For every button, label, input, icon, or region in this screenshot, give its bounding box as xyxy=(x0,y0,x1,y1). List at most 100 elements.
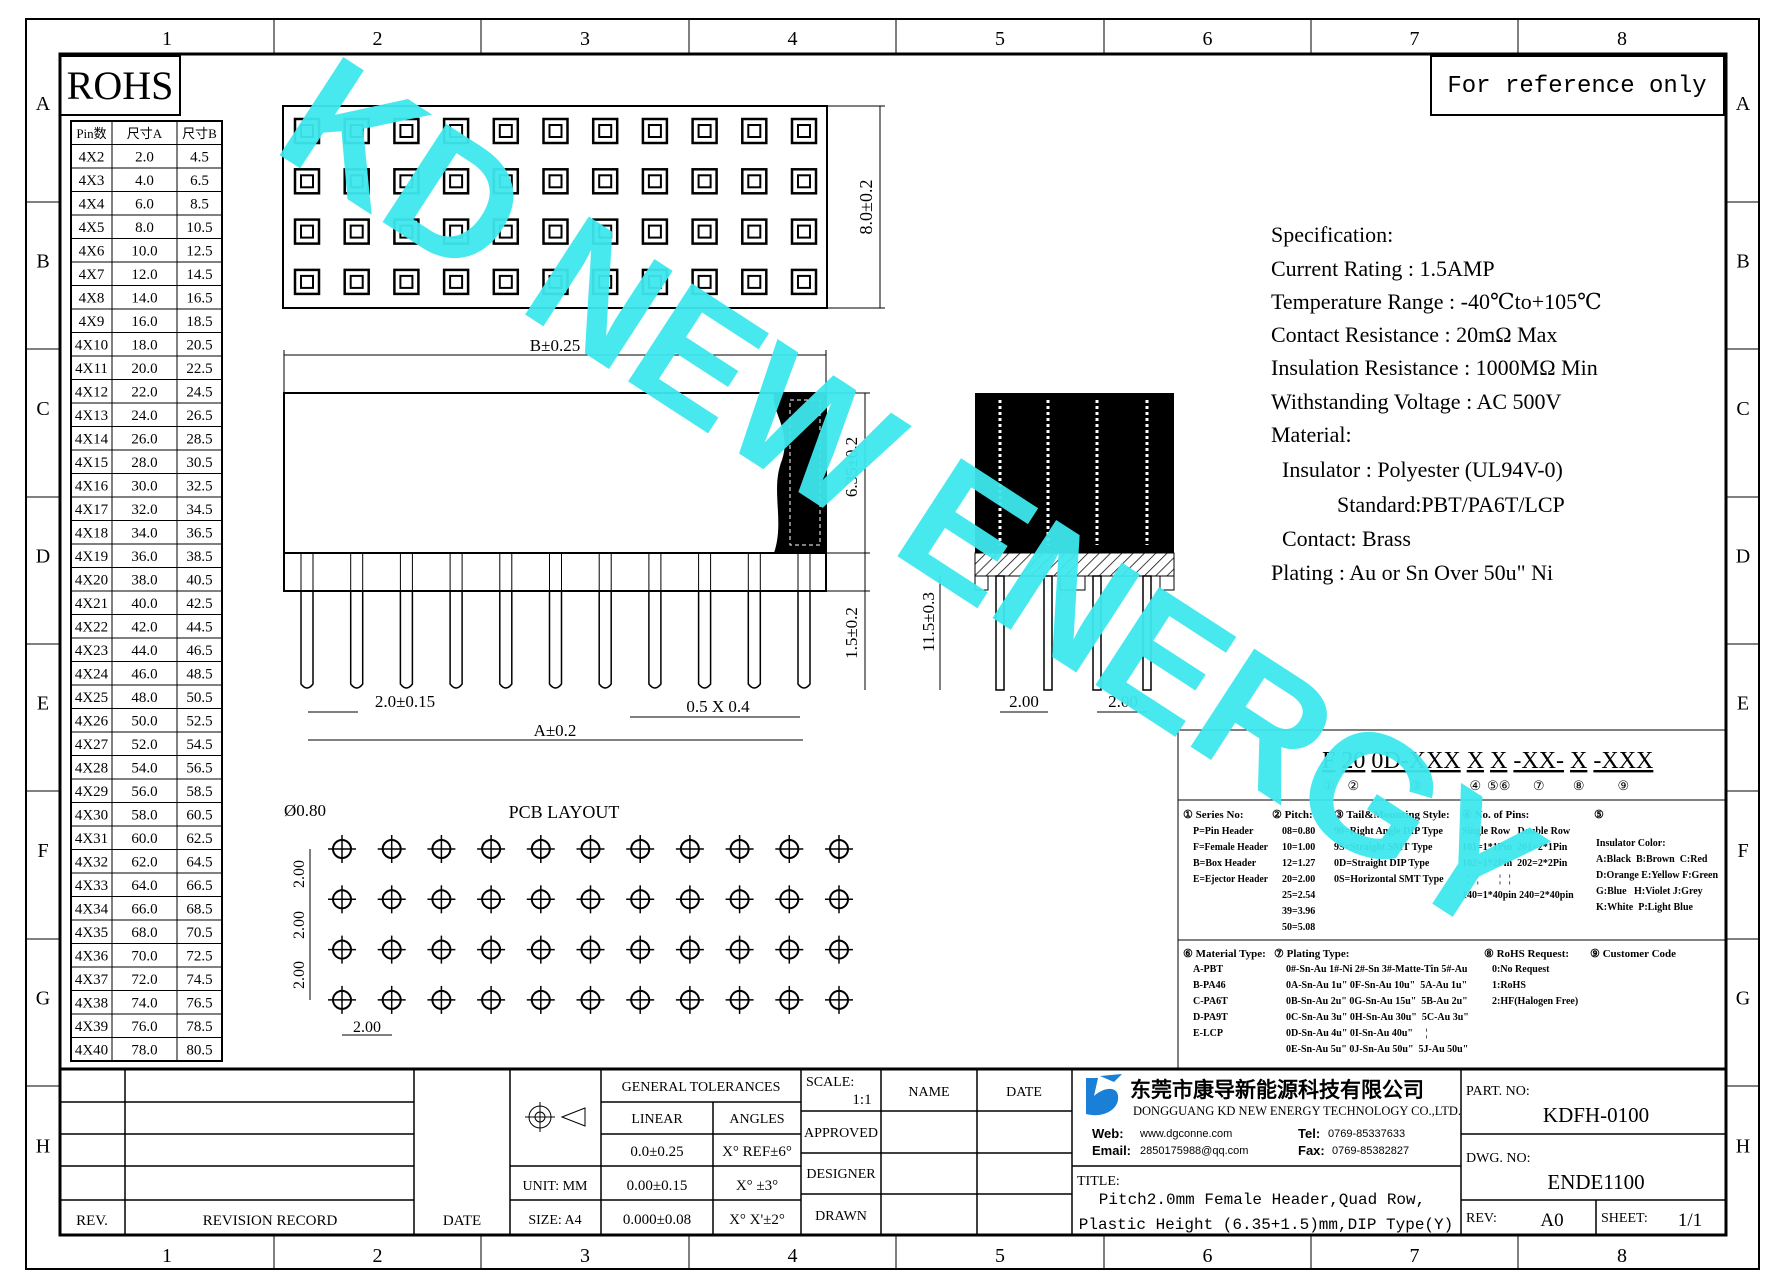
drawn-label: DRAWN xyxy=(815,1209,867,1224)
code-section-line: G:Blue H:Violet J:Grey xyxy=(1596,886,1703,897)
dim-end-pitch-1: 2.00 xyxy=(1009,692,1039,711)
pin-table-cell: 4X6 xyxy=(79,244,105,260)
pin-table-cell: 4X10 xyxy=(75,338,108,354)
pin-table-cell: 60.5 xyxy=(186,808,212,824)
pin-table-cell: 18.0 xyxy=(131,338,157,354)
zone-column-label-bottom: 4 xyxy=(788,1245,798,1267)
zone-row-label-right: H xyxy=(1736,1136,1750,1158)
fax-label: Fax: xyxy=(1298,1143,1325,1158)
code-section-title: ⑨ Customer Code xyxy=(1590,948,1676,960)
pcb-pitch-h: 2.00 xyxy=(353,1019,381,1036)
pin-table-cell: 4X9 xyxy=(79,314,105,330)
pcb-layout: PCB LAYOUT Ø0.80 2.00 2.00 2.00 2.00 xyxy=(284,801,853,1036)
spec-line: Insulator : Polyester (UL94V-0) xyxy=(1271,457,1563,482)
pin xyxy=(399,552,414,689)
pin-table-cell: 4X18 xyxy=(75,526,108,542)
pin-table-cell: 36.5 xyxy=(186,526,212,542)
pin-table-cell: 4X24 xyxy=(75,667,109,683)
pin xyxy=(697,552,712,689)
pin-table-cell: 4X7 xyxy=(79,267,105,283)
code-section-line: B=Box Header xyxy=(1193,858,1257,869)
code-section-title: ① Series No: xyxy=(1183,809,1244,821)
name-header: NAME xyxy=(908,1085,949,1100)
pin-table-cell: 48.0 xyxy=(131,690,157,706)
pcb-hole xyxy=(825,835,853,863)
contact-cavity xyxy=(343,218,370,245)
reference-box xyxy=(1430,55,1725,116)
tel-label: Tel: xyxy=(1298,1126,1320,1141)
pin-table-cell: 6.5 xyxy=(190,173,209,189)
pcb-hole xyxy=(377,935,406,964)
code-section-line: 102=1*2Pin 202=2*2Pin xyxy=(1462,858,1568,869)
dim-standoff: 1.5±0.2 xyxy=(842,607,861,659)
zone-column-label-top: 8 xyxy=(1617,28,1627,50)
zone-row-label-left: H xyxy=(36,1136,50,1158)
code-section-title: ④ No. of Pins: xyxy=(1462,809,1529,821)
pin-table-cell: 72.5 xyxy=(186,949,212,965)
pcb-hole xyxy=(725,835,754,863)
code-section-title: ⑤ xyxy=(1594,809,1604,821)
company-name-cn: 东莞市康导新能源科技有限公司 xyxy=(1130,1078,1424,1102)
code-section-line: 0#-Sn-Au 1#-Ni 2#-Sn 3#-Matte-Tin 5#-Au xyxy=(1286,964,1468,975)
pin-table-cell: 40.5 xyxy=(186,573,212,589)
contact-cavity xyxy=(790,268,818,296)
outer-border xyxy=(25,18,1760,1270)
side-view: B±0.25 6.35±0.2 1.5±0.2 2.0±0.15 0.5 X 0… xyxy=(283,336,870,741)
tol-linear-3: 0.000±0.08 xyxy=(623,1212,691,1228)
code-section-line: 140=1*40pin 240=2*40pin xyxy=(1462,890,1574,901)
scale-value: 1:1 xyxy=(852,1092,871,1108)
pin-table-cell: 54.0 xyxy=(131,761,157,777)
pin-table-cell: 8.5 xyxy=(190,197,209,213)
pcb-hole xyxy=(675,935,704,964)
pin-table-cell: 12.0 xyxy=(131,267,157,283)
zone-row-label-right: A xyxy=(1736,93,1751,115)
pin-table-cell: 64.5 xyxy=(186,855,212,871)
code-section-line: E=Ejector Header xyxy=(1193,874,1269,885)
sheet-label: SHEET: xyxy=(1601,1211,1648,1226)
revision-record-header: REVISION RECORD xyxy=(203,1213,338,1229)
code-section: ⑧ RoHS Request:0:No Request1:RoHS2:HF(Ha… xyxy=(1484,948,1578,1007)
zone-row-label-right: B xyxy=(1736,251,1749,273)
zone-row-label-right: D xyxy=(1736,546,1750,568)
scale-label: SCALE: xyxy=(806,1075,854,1090)
zone-row-label-right: C xyxy=(1736,398,1749,420)
pin-table-cell: 4X3 xyxy=(79,173,105,189)
reference-note: For reference only xyxy=(1447,73,1706,100)
spec-line: Contact Resistance : 20mΩ Max xyxy=(1271,322,1557,347)
code-section: ④ No. of Pins:Single Row Double Row101=1… xyxy=(1462,809,1574,901)
rohs-box xyxy=(59,55,181,116)
code-section-line: D:Orange E:Yellow F:Green xyxy=(1596,870,1718,881)
inner-border xyxy=(58,52,1728,1237)
part-code-segment: X xyxy=(1570,748,1587,774)
pin-table-cell: 4X14 xyxy=(75,432,109,448)
part-code-marker: ① xyxy=(1323,778,1335,793)
pcb-hole xyxy=(526,885,555,914)
unit-label: UNIT: MM xyxy=(522,1179,588,1194)
rev-value: A0 xyxy=(1540,1210,1563,1231)
pcb-hole xyxy=(526,935,555,964)
contact-cavity xyxy=(293,218,321,245)
zone-column-label-bottom: 6 xyxy=(1203,1245,1213,1267)
part-no-label: PART. NO: xyxy=(1466,1084,1530,1099)
projection-symbol-icon xyxy=(525,1102,586,1132)
pin-table-cell: 12.5 xyxy=(186,244,212,260)
code-section-line: K:White P:Light Blue xyxy=(1596,902,1694,913)
contact-cavity xyxy=(293,168,321,195)
code-section-title: ⑥ Material Type: xyxy=(1183,948,1266,960)
dwg-no-label: DWG. NO: xyxy=(1466,1151,1531,1166)
pin xyxy=(648,552,662,689)
pin-table-cell: 38.0 xyxy=(131,573,157,589)
pin-table-cell: 48.5 xyxy=(186,667,212,683)
pcb-hole xyxy=(576,985,605,1014)
code-section-line: 0S=Horizontal SMT Type xyxy=(1334,874,1444,885)
pin-table-cell: 4X37 xyxy=(75,972,109,988)
contact-cavity xyxy=(492,117,520,145)
pcb-hole xyxy=(825,935,853,964)
